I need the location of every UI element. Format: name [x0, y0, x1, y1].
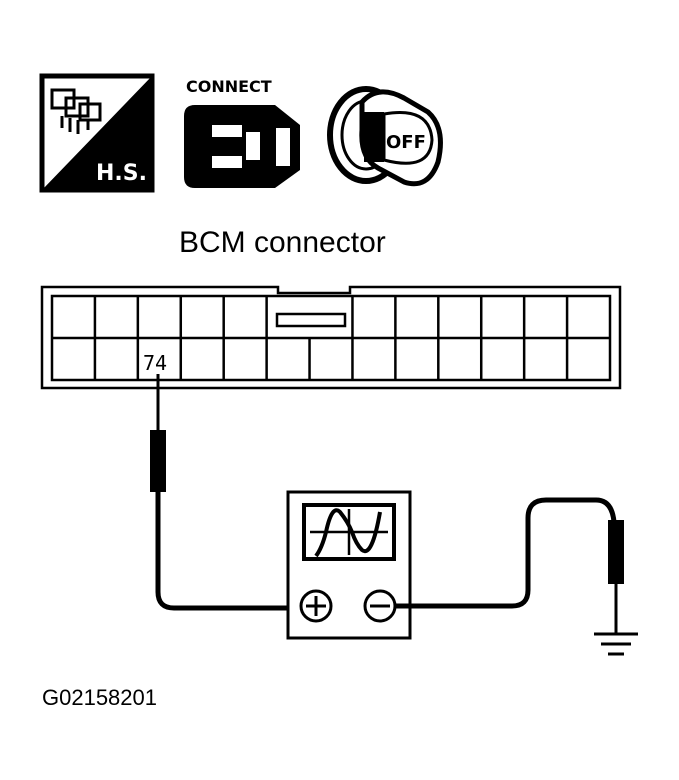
connect-label: CONNECT — [186, 77, 272, 96]
oscilloscope-screen — [302, 503, 396, 561]
positive-probe-lead — [150, 374, 296, 611]
harness-hs-icon: H.S. — [39, 73, 155, 193]
connector-title: BCM connector — [179, 226, 386, 259]
connector-pin-grid — [52, 296, 610, 380]
ignition-off-icon: OFF — [327, 86, 443, 187]
oscilloscope-meter — [286, 490, 412, 640]
bcm-connector: 74 — [40, 285, 622, 390]
hs-label: H.S. — [96, 161, 147, 186]
negative-terminal-icon — [363, 589, 397, 623]
connector-lock-slot — [275, 312, 347, 328]
pin-74-label: 74 — [143, 351, 167, 375]
connect-icon: CONNECT — [184, 77, 300, 188]
figure-code: G02158201 — [42, 685, 157, 710]
positive-terminal-icon — [299, 589, 333, 623]
ground-icon — [594, 632, 638, 656]
negative-probe-lead — [395, 497, 624, 634]
off-label: OFF — [386, 132, 426, 153]
